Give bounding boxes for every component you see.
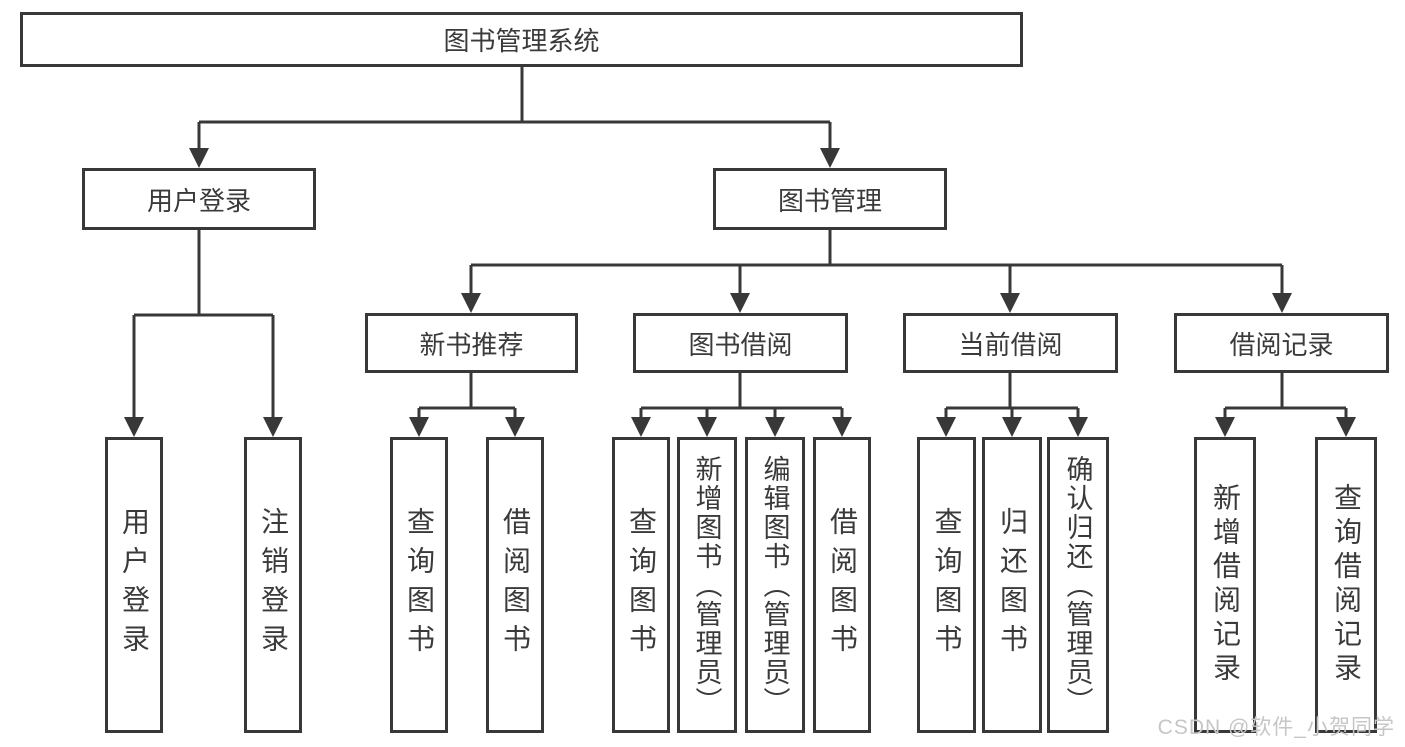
node-label: 借阅图书 [500, 507, 531, 663]
node-label: 新增图书（管理员） [691, 454, 722, 716]
node-leaf-edit-books-admin: 编辑图书（管理员） [745, 437, 805, 733]
node-user-login: 用户登录 [82, 168, 316, 230]
node-leaf-add-books-admin: 新增图书（管理员） [677, 437, 737, 733]
node-label: 借阅记录 [1229, 329, 1334, 360]
node-label: 归还图书 [997, 507, 1028, 663]
node-leaf-query-books-recommend: 查询图书 [390, 437, 448, 733]
node-book-management: 图书管理 [713, 168, 947, 230]
node-label: 查询图书 [931, 507, 963, 663]
node-label: 用户登录 [146, 185, 251, 216]
node-leaf-confirm-return-admin: 确认归还（管理员） [1047, 437, 1109, 733]
node-label: 用户登录 [119, 507, 150, 663]
node-label: 查询图书 [404, 507, 435, 663]
node-leaf-add-borrow-record: 新增借阅记录 [1194, 437, 1256, 733]
node-leaf-user-login: 用户登录 [105, 437, 163, 733]
csdn-watermark: CSDN @软件_小贺同学 [1157, 716, 1395, 739]
node-current-borrowing: 当前借阅 [903, 313, 1118, 373]
node-label: 新增借阅记录 [1210, 483, 1241, 687]
node-new-book-recommend: 新书推荐 [365, 313, 578, 373]
node-leaf-logout: 注销登录 [244, 437, 302, 733]
node-book-borrowing: 图书借阅 [633, 313, 848, 373]
node-leaf-query-books-borrowing: 查询图书 [612, 437, 670, 733]
node-label: 查询借阅记录 [1331, 483, 1362, 687]
node-label: 新书推荐 [419, 329, 524, 360]
node-borrowing-records: 借阅记录 [1174, 313, 1389, 373]
node-label: 注销登录 [258, 507, 289, 663]
node-label: 确认归还（管理员） [1062, 454, 1093, 716]
node-label: 当前借阅 [958, 329, 1063, 360]
node-leaf-borrow-books-borrowing: 借阅图书 [813, 437, 871, 733]
node-leaf-borrow-books-recommend: 借阅图书 [486, 437, 544, 733]
node-label: 编辑图书（管理员） [759, 454, 790, 716]
node-label: 查询图书 [626, 507, 657, 663]
node-leaf-query-borrow-record: 查询借阅记录 [1315, 437, 1377, 733]
node-label: 图书管理 [777, 185, 882, 216]
node-leaf-return-books: 归还图书 [982, 437, 1042, 733]
node-label: 图书管理系统 [443, 26, 600, 56]
node-label: 图书借阅 [688, 329, 793, 360]
node-library-management-system: 图书管理系统 [20, 12, 1023, 67]
node-label: 借阅图书 [827, 507, 858, 663]
node-leaf-query-books-current: 查询图书 [917, 437, 976, 733]
